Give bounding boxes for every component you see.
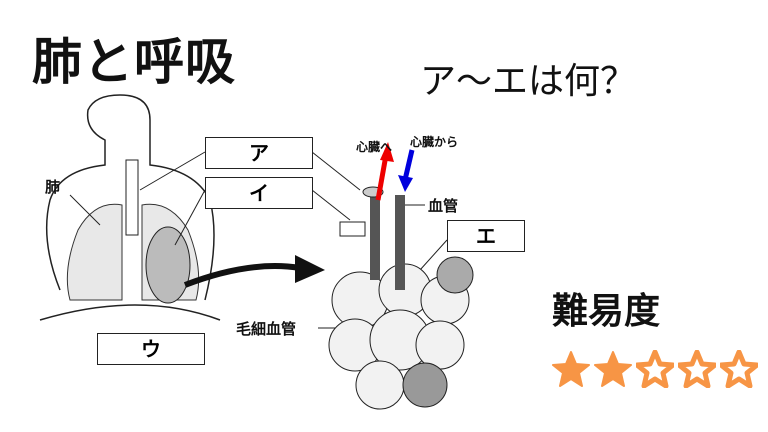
left-lung bbox=[66, 203, 123, 301]
lung-magnified bbox=[145, 226, 191, 304]
difficulty-rating bbox=[552, 350, 758, 388]
trachea bbox=[125, 159, 139, 236]
label-box-i: イ bbox=[205, 177, 313, 209]
label-box-u: ウ bbox=[97, 333, 205, 365]
question-text: ア〜エは何？ bbox=[420, 61, 637, 102]
from-heart-label: 心臓から bbox=[410, 135, 459, 149]
diaphragm bbox=[39, 304, 221, 321]
star-filled-icon bbox=[552, 351, 590, 387]
blue-arrow bbox=[402, 149, 415, 181]
star-empty-icon bbox=[678, 350, 716, 388]
red-arrow bbox=[375, 154, 389, 201]
label-box-e: エ bbox=[447, 220, 525, 252]
alveoli-cluster bbox=[328, 256, 474, 410]
label-box-a: ア bbox=[205, 137, 313, 169]
to-heart-label: 心臓へ bbox=[356, 140, 393, 154]
blood-vessel-label: 血管 bbox=[428, 197, 459, 215]
page-title: 肺と呼吸 bbox=[32, 33, 236, 91]
capillary-label: 毛細血管 bbox=[236, 320, 297, 338]
star-filled-icon bbox=[594, 351, 632, 387]
magnify-arrow bbox=[295, 255, 325, 283]
star-empty-icon bbox=[720, 350, 758, 388]
lung-label: 肺 bbox=[45, 178, 61, 196]
difficulty-label: 難易度 bbox=[552, 291, 661, 332]
star-empty-icon bbox=[636, 350, 674, 388]
